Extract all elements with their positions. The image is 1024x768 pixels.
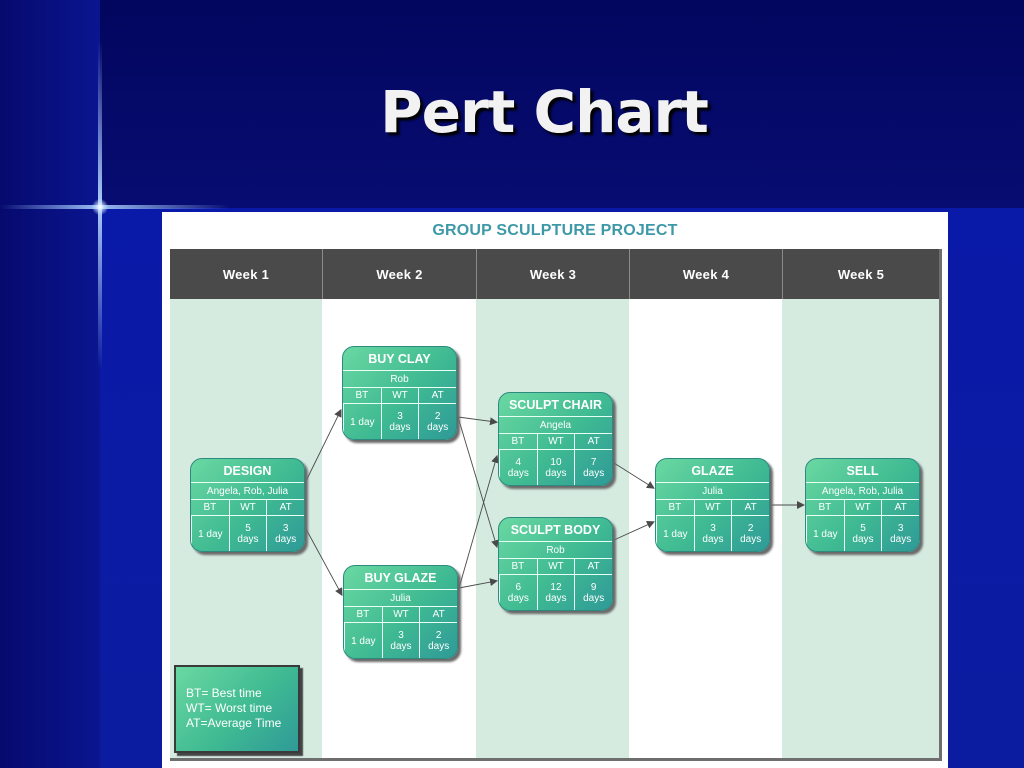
dependency-arrow-buy_clay-to-sculpt_body: [457, 416, 499, 549]
legend-box: BT= Best time WT= Worst time AT=Average …: [174, 665, 300, 753]
value-bt: 1 day: [806, 516, 844, 551]
task-owner: Angela, Rob, Julia: [806, 483, 919, 500]
header-bt: BT: [343, 388, 381, 404]
value-bt: 1 day: [656, 516, 694, 551]
dependency-arrow-sculpt_body-to-glaze: [613, 521, 655, 541]
task-owner: Julia: [344, 590, 457, 607]
header-at: AT: [574, 559, 612, 575]
dependency-arrow-design-to-buy_glaze: [305, 528, 343, 597]
week-header-1: Week 1: [170, 249, 322, 299]
value-bt: 1 day: [344, 623, 382, 658]
week-header-2: Week 2: [322, 249, 476, 299]
slide-background-left: [0, 0, 100, 768]
task-name: SCULPT CHAIR: [499, 393, 612, 417]
task-owner: Angela: [499, 417, 612, 434]
dependency-arrow-buy_clay-to-sculpt_chair: [457, 416, 498, 426]
header-wt: WT: [693, 500, 732, 516]
header-bt: BT: [344, 607, 382, 623]
light-flare-horizontal: [0, 205, 230, 209]
header-wt: WT: [843, 500, 882, 516]
header-at: AT: [731, 500, 769, 516]
header-at: AT: [574, 434, 612, 450]
legend-at: AT=Average Time: [186, 716, 282, 730]
value-bt: 1 day: [191, 516, 229, 551]
header-at: AT: [419, 607, 457, 623]
header-wt: WT: [536, 434, 575, 450]
slide-background-top: [0, 0, 1024, 208]
task-owner: Rob: [499, 542, 612, 559]
header-bt: BT: [656, 500, 694, 516]
task-name: BUY CLAY: [343, 347, 456, 371]
task-owner: Rob: [343, 371, 456, 388]
task-design[interactable]: DESIGN Angela, Rob, Julia BT WT AT 1 day…: [190, 458, 305, 552]
dependency-arrows: [305, 408, 805, 597]
legend-wt: WT= Worst time: [186, 701, 273, 715]
header-wt: WT: [536, 559, 575, 575]
header-bt: BT: [499, 434, 537, 450]
header-at: AT: [881, 500, 919, 516]
header-bt: BT: [499, 559, 537, 575]
slide-title: Pert Chart: [380, 78, 709, 146]
task-owner: Angela, Rob, Julia: [191, 483, 304, 500]
header-at: AT: [418, 388, 456, 404]
task-name: GLAZE: [656, 459, 769, 483]
task-name: SCULPT BODY: [499, 518, 612, 542]
task-name: DESIGN: [191, 459, 304, 483]
header-wt: WT: [381, 607, 420, 623]
value-bt: 1 day: [343, 404, 381, 439]
week-header-5: Week 5: [782, 249, 939, 299]
dependency-arrow-design-to-buy_clay: [305, 408, 342, 482]
header-bt: BT: [806, 500, 844, 516]
task-sell[interactable]: SELL Angela, Rob, Julia BT WT AT 1 day 5…: [805, 458, 920, 552]
dependency-arrow-buy_glaze-to-sculpt_body: [458, 578, 498, 589]
header-wt: WT: [380, 388, 419, 404]
task-name: BUY GLAZE: [344, 566, 457, 590]
header-bt: BT: [191, 500, 229, 516]
week-header-3: Week 3: [476, 249, 629, 299]
dependency-arrow-sculpt_chair-to-glaze: [613, 462, 655, 489]
task-owner: Julia: [656, 483, 769, 500]
legend-bt: BT= Best time: [186, 686, 262, 700]
project-title: GROUP SCULPTURE PROJECT: [432, 222, 678, 239]
pert-chart-panel: GROUP SCULPTURE PROJECT Week 1 Week 2 We…: [162, 212, 948, 768]
dependency-arrow-buy_glaze-to-sculpt_chair: [458, 454, 499, 589]
header-wt: WT: [228, 500, 267, 516]
week-header-4: Week 4: [629, 249, 782, 299]
task-name: SELL: [806, 459, 919, 483]
light-flare-center: [92, 199, 108, 215]
header-at: AT: [266, 500, 304, 516]
